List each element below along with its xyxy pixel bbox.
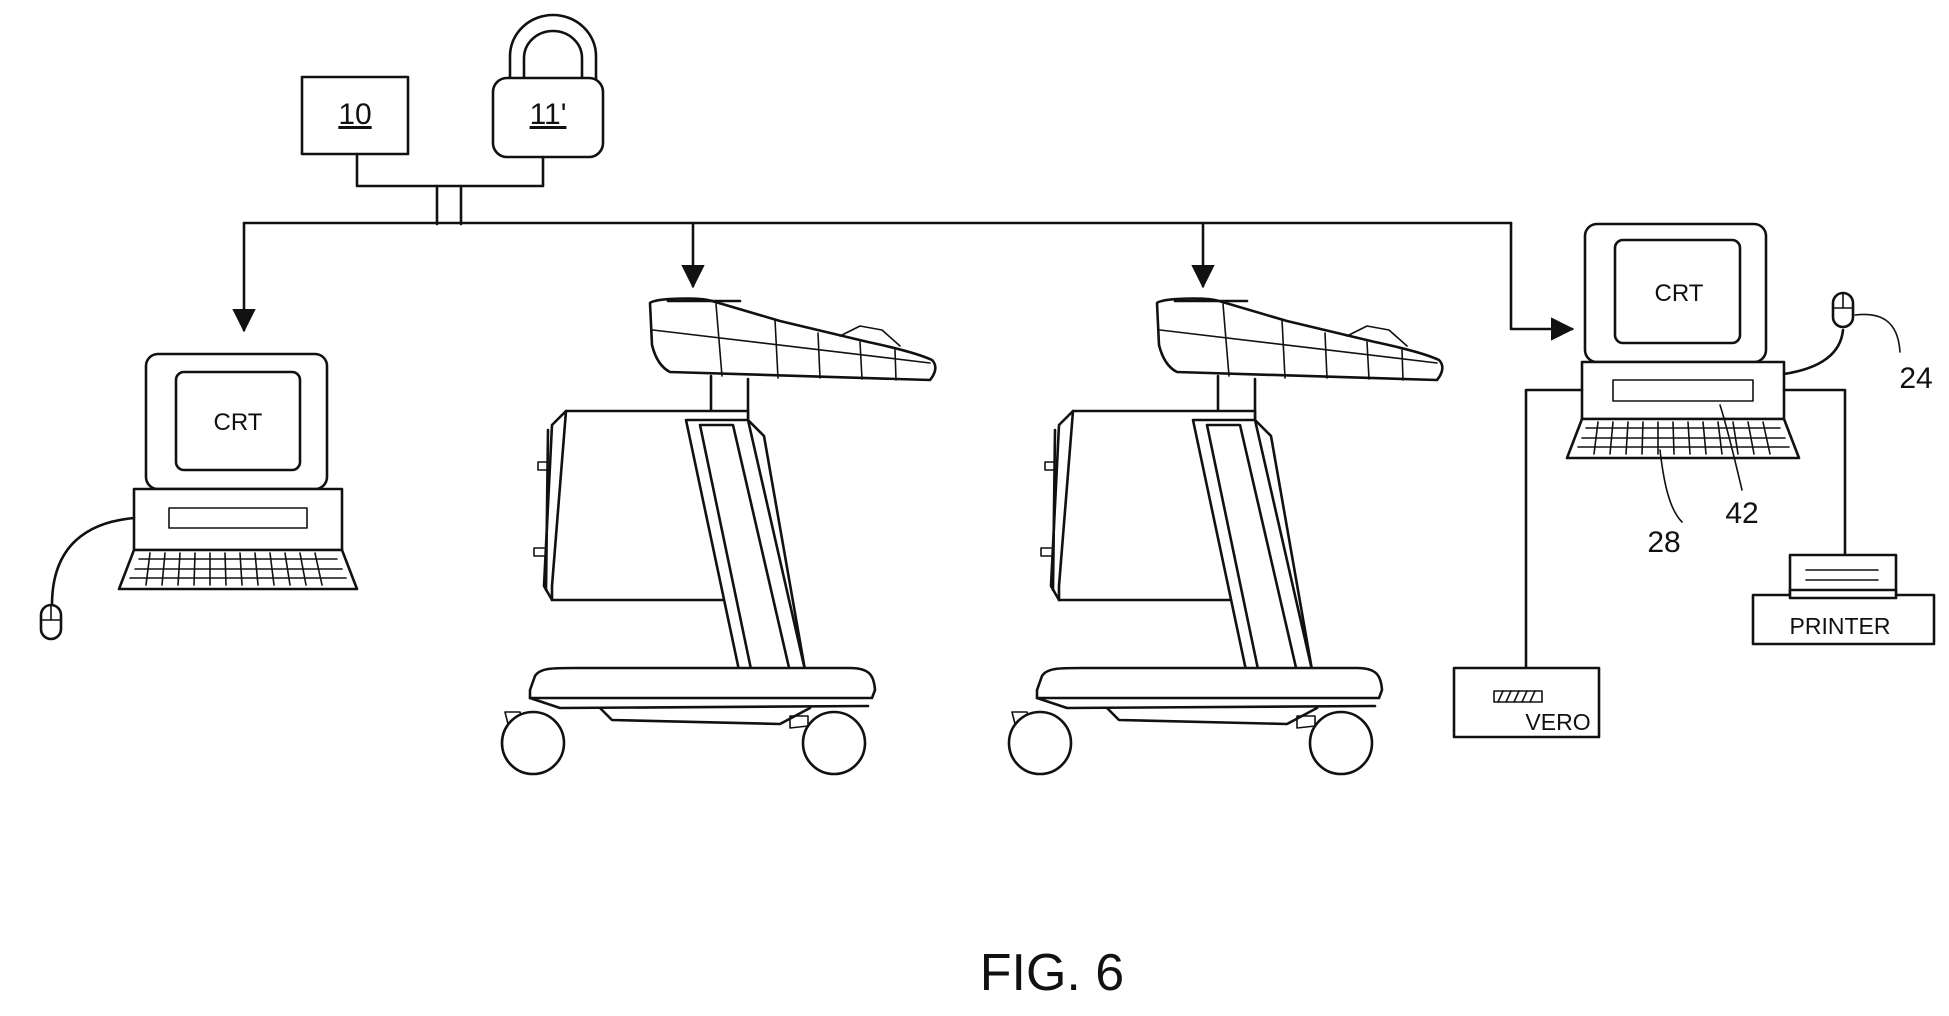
vero-device: VERO	[1454, 668, 1599, 737]
network-bus	[244, 223, 1572, 330]
ref-drive: 42	[1725, 497, 1758, 530]
lock-label: 11'	[530, 98, 567, 131]
server-box-label: 10	[338, 98, 371, 131]
server-box: 10	[302, 77, 408, 154]
right-mouse-icon	[1833, 293, 1853, 327]
ultrasound-cart-2	[1009, 299, 1442, 774]
printer-label: PRINTER	[1790, 613, 1891, 639]
ref-mouse: 24	[1899, 362, 1932, 395]
figure-caption: FIG. 6	[980, 944, 1124, 1002]
left-terminal: CRT	[41, 354, 357, 639]
ultrasound-cart-1	[502, 299, 935, 774]
right-crt-label: CRT	[1655, 280, 1704, 307]
left-mouse-icon	[41, 605, 61, 639]
network-connector	[357, 154, 543, 224]
left-crt-label: CRT	[214, 409, 263, 436]
printer: PRINTER	[1753, 555, 1934, 644]
vero-label: VERO	[1525, 709, 1590, 735]
padlock-icon: 11'	[493, 15, 603, 157]
ref-keyboard: 28	[1647, 526, 1680, 559]
